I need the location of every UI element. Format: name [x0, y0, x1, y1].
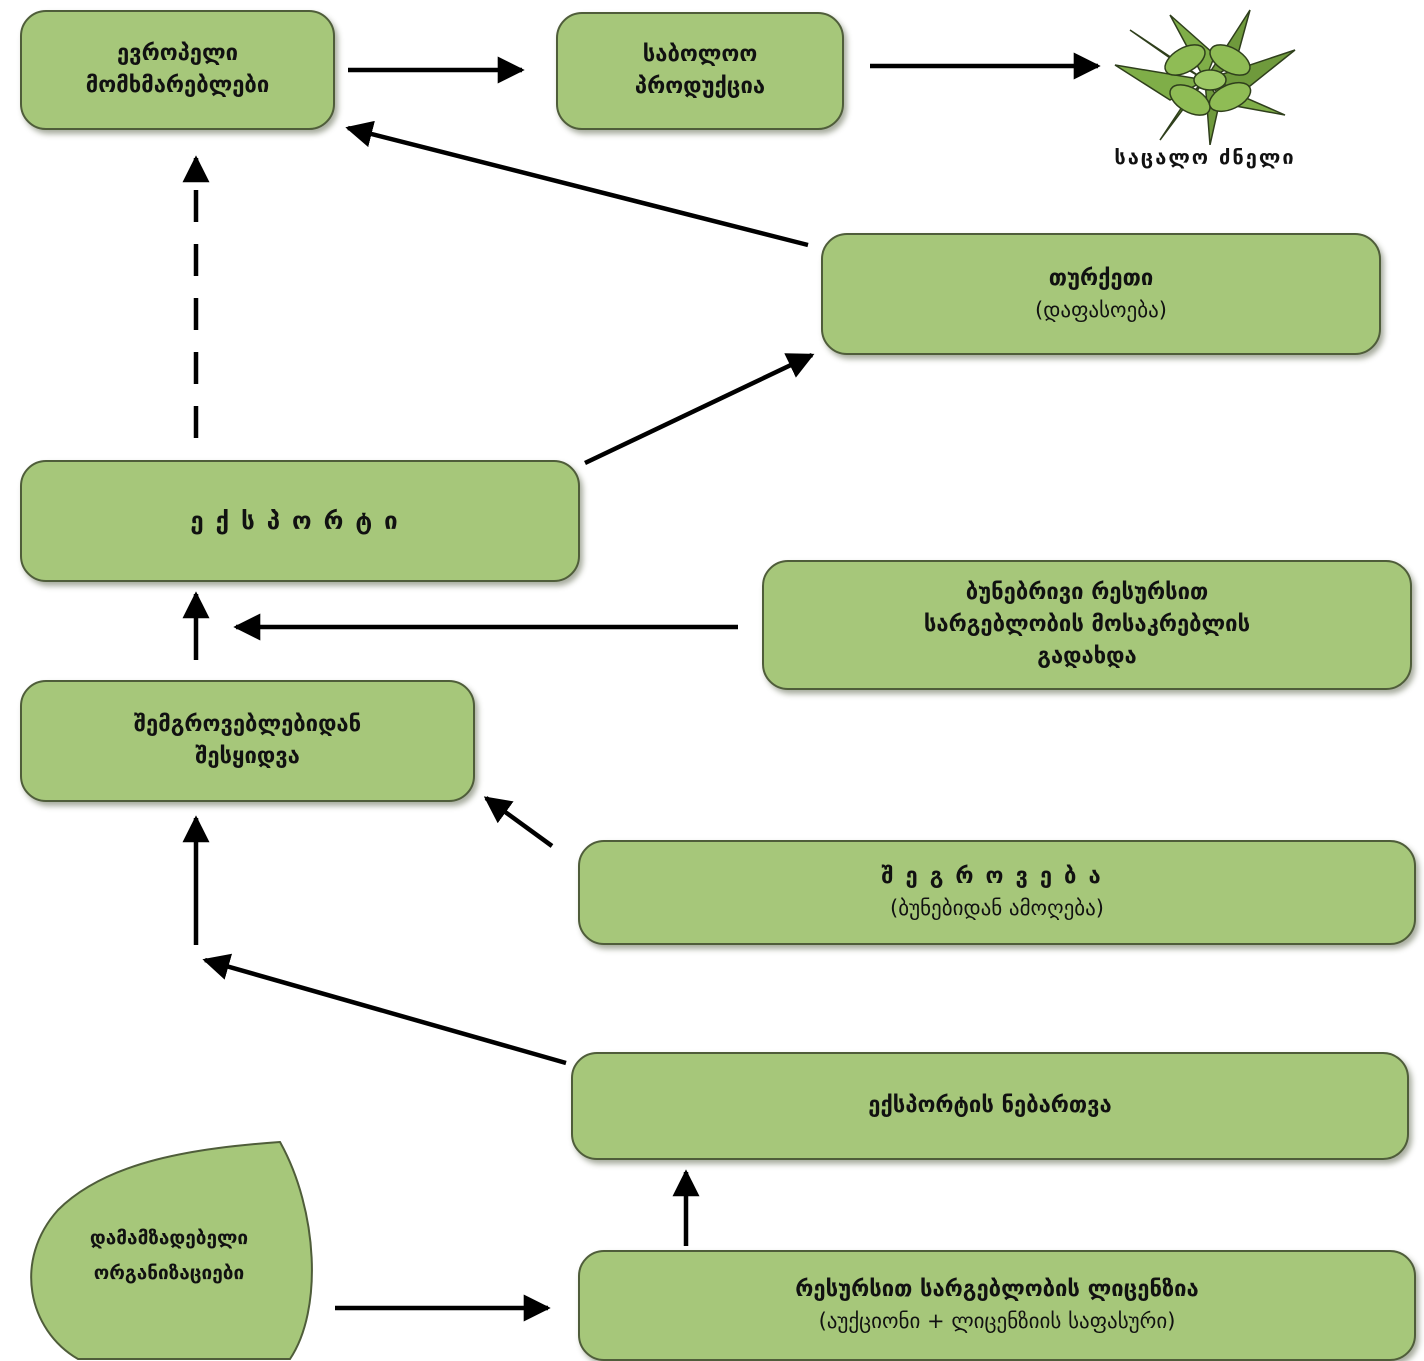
node-export-label: ექსპორტი	[190, 506, 410, 535]
node-purchase-line-1: შემგროვებლებიდან	[133, 712, 362, 738]
node-license-line-2: (აუქციონი + ლიცენზიის საფასური)	[818, 1309, 1176, 1334]
node-export: ექსპორტი	[20, 460, 580, 582]
arrow-gather-to-buy	[483, 796, 554, 848]
node-gathering-subtitle: (ბუნებიდან ამოღება)	[890, 896, 1104, 921]
node-gathering-title: შეგროვება	[881, 864, 1113, 890]
node-turkey: თურქეთი (დაფასოება)	[821, 233, 1381, 355]
arrow-export-to-turkey	[584, 352, 815, 466]
node-resource-fee: ბუნებრივი რესურსით სარგებლობის მოსაკრებლ…	[762, 560, 1412, 690]
node-eu-consumers-line-1: ევროპელი	[116, 41, 239, 67]
plant-icon	[1114, 9, 1296, 146]
plant-illustration: საცალო ძნელი	[1060, 5, 1350, 175]
node-final-product-line-2: პროდუქცია	[634, 74, 766, 99]
node-turkey-title: თურქეთი	[1048, 265, 1154, 291]
control-shape	[30, 1140, 313, 1360]
node-control-line-2: ორგანიზაციები	[93, 1261, 245, 1284]
node-control-line-1: დამამზადებელი	[89, 1227, 249, 1250]
node-eu-consumers-line-2: მომხმარებლები	[85, 73, 270, 98]
node-resource-license: რესურსით სარგებლობის ლიცენზია (აუქციონი …	[578, 1250, 1416, 1361]
node-export-permit-label: ექსპორტის ნებართვა	[868, 1093, 1112, 1119]
node-purchase-line-2: შესყიდვა	[195, 744, 300, 769]
node-turkey-subtitle: (დაფასოება)	[1035, 297, 1167, 322]
node-resource-fee-line-2: სარგებლობის მოსაკრებლის	[923, 612, 1251, 638]
node-final-product: საბოლოო პროდუქცია	[556, 12, 844, 130]
node-gathering: შეგროვება (ბუნებიდან ამოღება)	[578, 840, 1416, 945]
arrow-turkey-to-eu	[345, 120, 809, 248]
node-resource-fee-line-3: გადახდა	[1037, 643, 1137, 669]
node-purchase-from-gatherers: შემგროვებლებიდან შესყიდვა	[20, 680, 475, 802]
node-control-organizations: დამამზადებელი ორგანიზაციები	[18, 1140, 320, 1361]
node-final-product-line-1: საბოლოო	[642, 42, 758, 68]
node-resource-fee-line-1: ბუნებრივი რესურსით	[965, 580, 1209, 606]
plant-label: საცალო ძნელი	[1114, 145, 1296, 169]
node-export-permit: ექსპორტის ნებართვა	[571, 1052, 1409, 1160]
node-license-line-1: რესურსით სარგებლობის ლიცენზია	[795, 1277, 1199, 1303]
node-eu-consumers: ევროპელი მომხმარებლები	[20, 10, 335, 130]
arrow-permit-to-junction	[202, 953, 567, 1066]
